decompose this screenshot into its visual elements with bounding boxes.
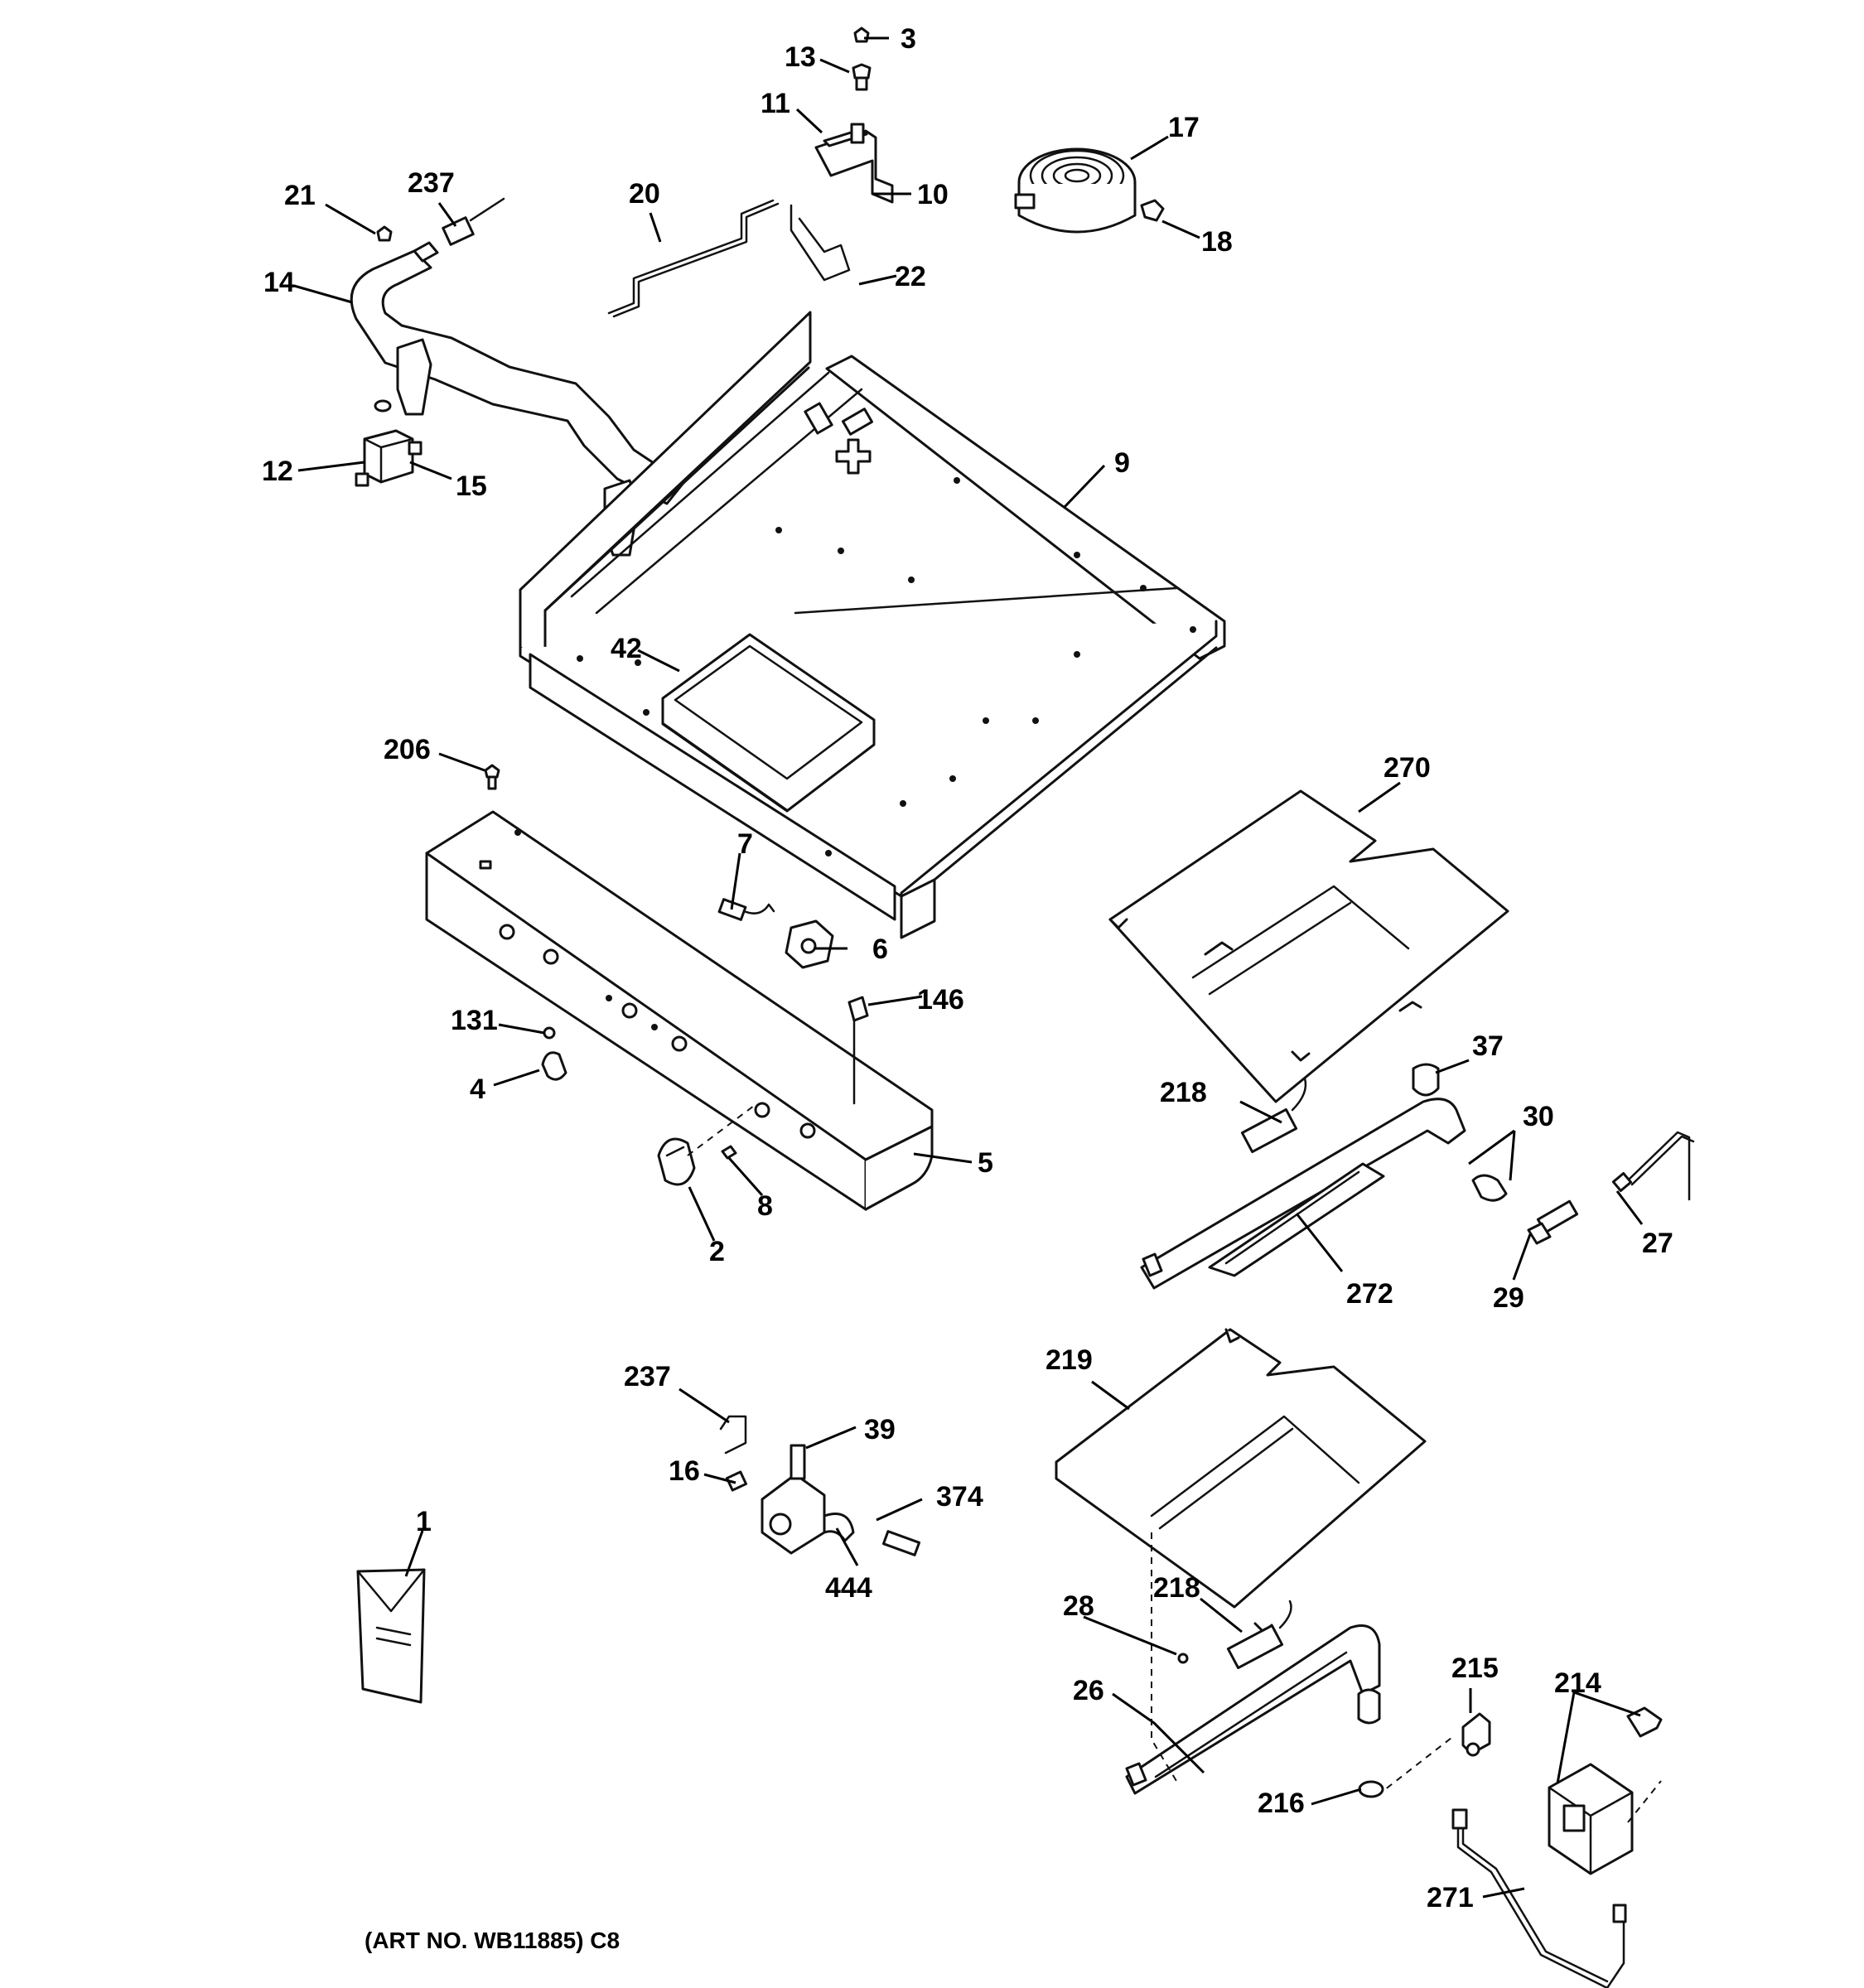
callout-7: 7	[737, 828, 753, 860]
part-18-clip	[1140, 199, 1165, 222]
callout-16: 16	[669, 1455, 700, 1487]
part-28-screw	[1177, 1653, 1189, 1664]
leader-lines	[293, 36, 1644, 1899]
callout-20: 20	[629, 178, 660, 210]
part-270-heat-shield	[1108, 789, 1509, 1103]
part-20-tube	[607, 199, 775, 315]
part-206-screw	[484, 764, 500, 790]
part-374-orifice	[881, 1530, 921, 1556]
part-39-valve	[761, 1444, 855, 1555]
part-29-orifice	[1527, 1199, 1579, 1245]
callout-14: 14	[263, 267, 295, 298]
part-22-tube	[790, 204, 851, 282]
callout-2: 2	[709, 1236, 725, 1267]
callout-206: 206	[384, 734, 431, 765]
callout-15: 15	[456, 470, 487, 502]
callout-218-lower: 218	[1153, 1572, 1200, 1604]
callout-18: 18	[1201, 226, 1233, 258]
part-271-tube	[1451, 1808, 1627, 1988]
callout-39: 39	[864, 1414, 896, 1445]
callout-labels: 3 13 11 17 21 237 20 10 18 14 22 12 15 9…	[262, 23, 1673, 1953]
callout-237-lower: 237	[624, 1361, 671, 1392]
callout-444: 444	[825, 1572, 872, 1604]
part-218-ignitor-lower	[1226, 1600, 1292, 1670]
part-12-15-switch	[355, 429, 423, 487]
callout-146: 146	[917, 984, 964, 1016]
part-2-knob	[657, 1105, 755, 1186]
part-272-burner-upper	[1140, 1098, 1466, 1290]
part-218-ignitor-upper	[1240, 1077, 1307, 1154]
part-3-spud	[853, 27, 870, 43]
part-17-surface-element	[1014, 147, 1137, 234]
callout-237-upper: 237	[408, 167, 455, 199]
part-8-screw	[721, 1145, 737, 1160]
callout-10: 10	[917, 179, 949, 210]
callout-215: 215	[1451, 1653, 1499, 1684]
part-214-valve-box	[1548, 1706, 1663, 1875]
part-5-control-panel	[425, 810, 934, 1211]
callout-374: 374	[936, 1481, 983, 1513]
callout-28: 28	[1063, 1590, 1094, 1622]
callout-13: 13	[785, 41, 816, 73]
part-9-burner-box	[519, 311, 1226, 939]
callout-4: 4	[470, 1074, 485, 1105]
part-21-screw	[376, 225, 393, 242]
part-4-knob	[541, 1051, 567, 1081]
callout-30: 30	[1523, 1101, 1554, 1132]
callout-29: 29	[1493, 1282, 1524, 1314]
part-131-screw	[543, 1026, 556, 1040]
part-14-washer	[374, 399, 392, 413]
part-13-screw	[852, 63, 872, 91]
callout-21: 21	[284, 180, 316, 211]
callout-272: 272	[1346, 1278, 1393, 1310]
callout-218-upper: 218	[1160, 1077, 1207, 1108]
callout-12: 12	[262, 456, 293, 487]
part-26-burner-lower	[1125, 1532, 1381, 1795]
callout-3: 3	[901, 23, 916, 55]
callout-6: 6	[872, 934, 888, 965]
callout-17: 17	[1168, 112, 1200, 143]
leader-216-dash	[1376, 1737, 1452, 1797]
part-215-bracket	[1461, 1712, 1491, 1757]
part-7-harness	[717, 898, 775, 921]
part-37-bracket	[1412, 1063, 1440, 1097]
callout-37: 37	[1472, 1030, 1504, 1062]
callout-11: 11	[761, 88, 790, 119]
callout-8: 8	[757, 1190, 773, 1222]
part-6-switch	[785, 919, 834, 969]
callout-1: 1	[416, 1506, 432, 1537]
part-27-tube	[1611, 1131, 1695, 1201]
callout-5: 5	[978, 1147, 993, 1179]
callout-27: 27	[1642, 1228, 1673, 1259]
part-11-10-valve-bracket	[814, 123, 894, 204]
callout-271: 271	[1427, 1882, 1474, 1913]
part-42-plate	[661, 633, 876, 813]
callout-42: 42	[611, 633, 642, 664]
part-146-clip	[847, 996, 869, 1105]
callout-219: 219	[1045, 1344, 1093, 1376]
callout-270: 270	[1384, 752, 1431, 784]
part-1-literature-envelope	[356, 1568, 426, 1704]
callout-131: 131	[451, 1005, 498, 1036]
part-20-tube-inner	[612, 202, 780, 318]
callout-214: 214	[1554, 1667, 1601, 1699]
callout-26: 26	[1073, 1675, 1104, 1706]
part-219-heat-shield-lower	[1055, 1328, 1427, 1633]
callout-9: 9	[1114, 447, 1130, 479]
callout-216: 216	[1258, 1788, 1305, 1819]
part-30-air-shutter	[1471, 1174, 1508, 1202]
callout-22: 22	[895, 261, 926, 292]
art-number: (ART NO. WB11885) C8	[365, 1928, 620, 1953]
